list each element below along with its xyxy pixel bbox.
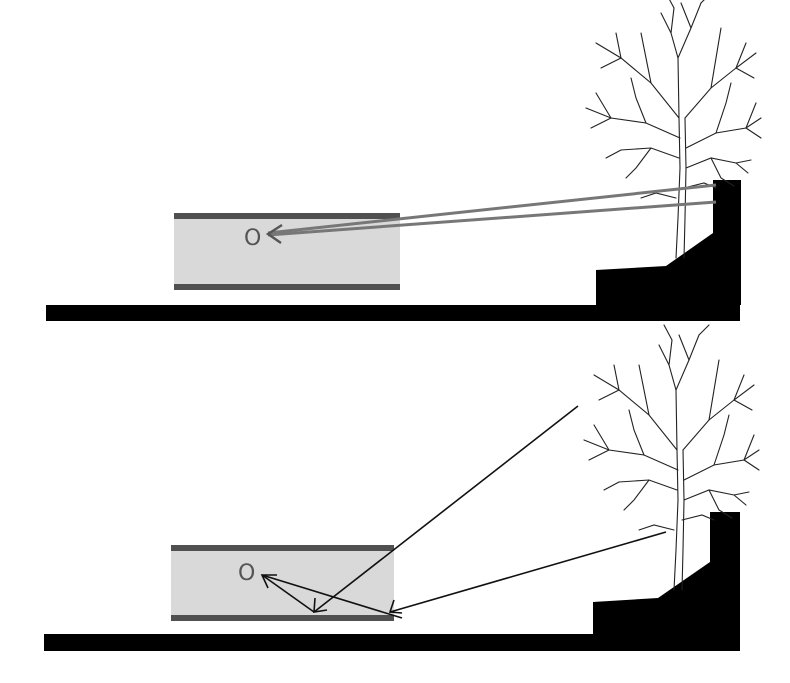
sight-line-upper [267, 183, 717, 235]
window-bottom-edge [171, 615, 394, 621]
window-top-edge [171, 545, 394, 551]
observer-label: O [244, 226, 261, 251]
ground-slab [46, 305, 740, 321]
raised-terrain [593, 512, 740, 634]
window-top-edge [174, 213, 400, 219]
reflected-ray [261, 574, 315, 613]
tree-ray [389, 531, 667, 613]
window-pane [174, 214, 400, 289]
window-pane [171, 546, 394, 619]
window-bottom-edge [174, 284, 400, 290]
panel-top: O [46, 0, 762, 321]
ground-slab [44, 634, 740, 651]
raised-terrain [596, 180, 741, 305]
sight-line-lower [267, 200, 717, 237]
reflected-ray [261, 574, 403, 619]
arrow-icon [388, 599, 403, 614]
arrow-icon [265, 223, 283, 244]
panel-bottom: O [44, 324, 760, 651]
observer-label: O [238, 561, 255, 586]
arrow-icon [260, 574, 277, 589]
sky-ray [313, 405, 579, 613]
